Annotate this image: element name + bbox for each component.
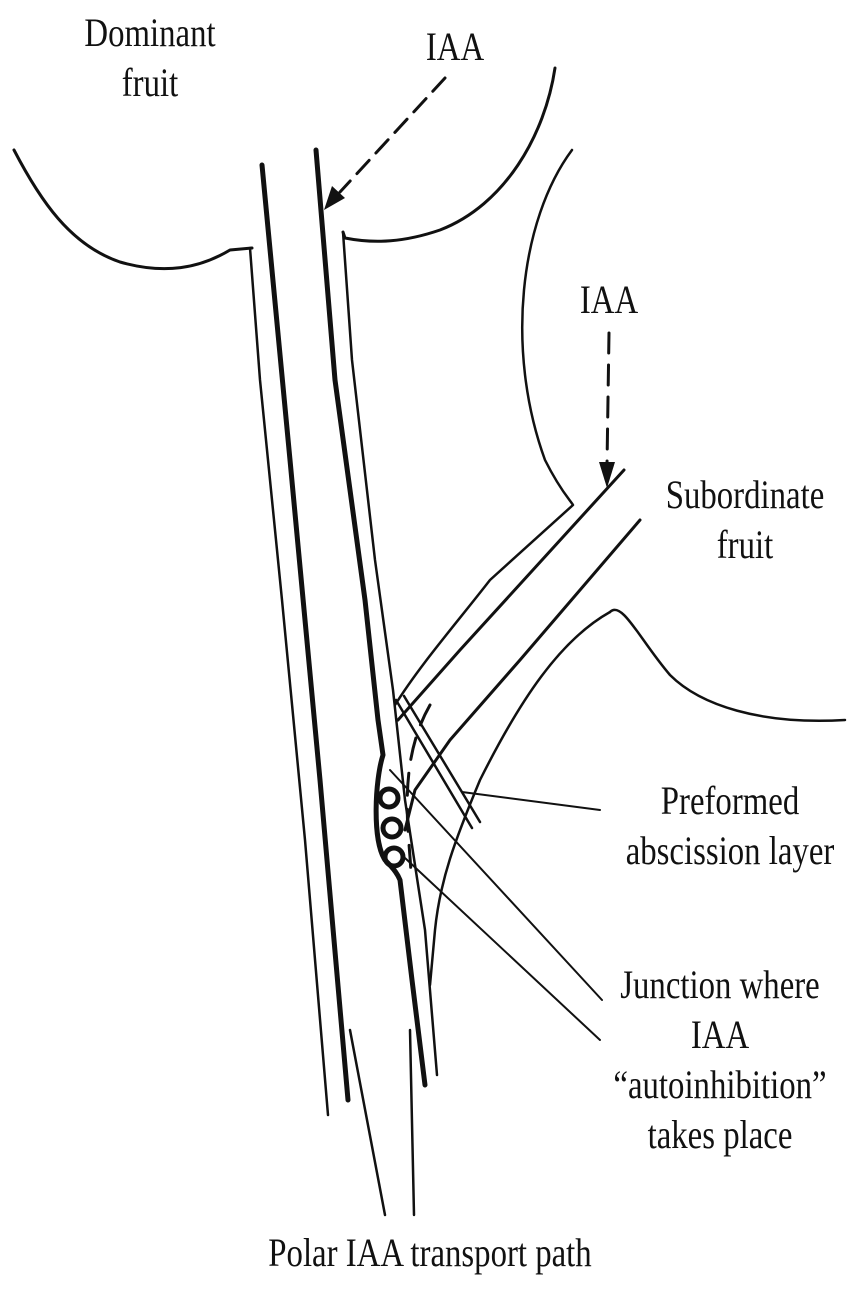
junction-label-line-3: “autoinhibition” <box>613 1060 826 1110</box>
subordinate-fruit-label: Subordinate fruit <box>651 470 840 570</box>
dominant-fruit-right-outline <box>343 68 555 241</box>
subordinate-fruit-label-line-2: fruit <box>651 520 840 570</box>
autoinhibition-loop-1 <box>380 789 398 807</box>
preformed-abscission-label-line-2: abscission layer <box>623 826 836 876</box>
preformed-abscission-label-line-1: Preformed <box>623 776 836 826</box>
dominant-fruit-label: Dominant fruit <box>68 8 232 108</box>
stem-right-outer-line <box>343 232 437 1075</box>
polar-transport-line-right <box>410 1030 414 1215</box>
abscission-layer-line-2 <box>404 696 480 822</box>
junction-label-line-2: IAA <box>613 1010 826 1060</box>
stem-left-vascular-strand <box>262 165 348 1100</box>
dominant-fruit-label-line-1: Dominant <box>68 8 232 58</box>
polar-transport-label: Polar IAA transport path <box>250 1228 611 1278</box>
subordinate-fruit-outline <box>610 610 845 721</box>
subordinate-stem-vascular-lower <box>405 520 640 830</box>
junction-label: Junction where IAA “autoinhibition” take… <box>613 960 826 1160</box>
autoinhibition-loop-3 <box>385 848 403 866</box>
iaa-top-dashed-arrow <box>340 78 445 192</box>
iaa-top-label: IAA <box>410 22 500 72</box>
iaa-side-label: IAA <box>564 275 654 325</box>
subordinate-fruit-label-line-1: Subordinate <box>651 470 840 520</box>
polar-transport-label-text: Polar IAA transport path <box>250 1228 611 1278</box>
polar-transport-line-left <box>350 1030 385 1215</box>
autoinhibition-loop-2 <box>383 819 401 837</box>
junction-label-line-1: Junction where <box>613 960 826 1010</box>
iaa-top-label-text: IAA <box>410 22 500 72</box>
junction-leader <box>390 770 602 1000</box>
stem-left-outer-line <box>250 248 328 1115</box>
junction-label-line-4: takes place <box>613 1110 826 1160</box>
preformed-abscission-label: Preformed abscission layer <box>623 776 836 876</box>
subordinate-stem-outer-lower <box>430 612 610 985</box>
iaa-side-dashed-arrow <box>607 333 609 465</box>
dominant-fruit-label-line-2: fruit <box>68 58 232 108</box>
preformed-abscission-leader <box>462 792 600 810</box>
subordinate-stem-vascular-upper <box>398 470 624 720</box>
dominant-fruit-outline <box>14 150 252 269</box>
iaa-side-label-text: IAA <box>564 275 654 325</box>
